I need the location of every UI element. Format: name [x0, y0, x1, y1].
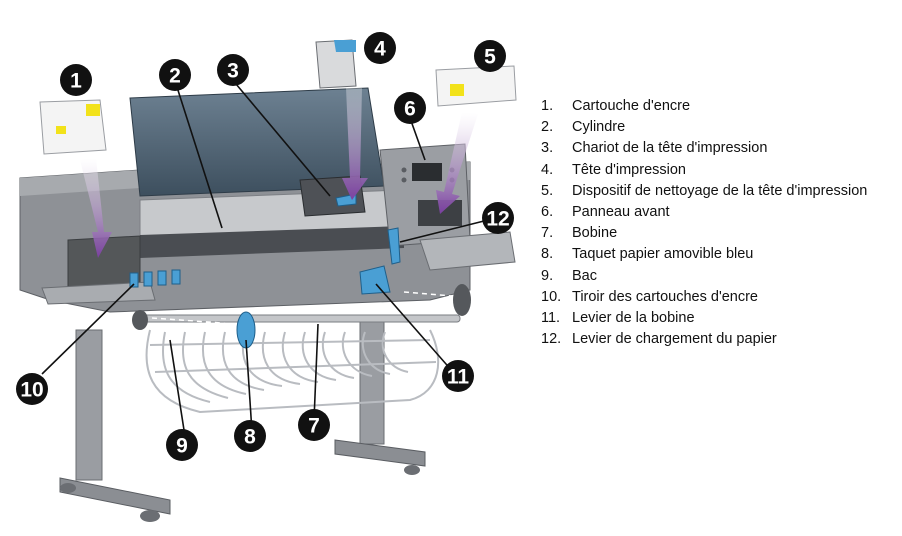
legend-item: 12. Levier de chargement du papier: [541, 329, 867, 350]
svg-text:6: 6: [404, 98, 416, 121]
callout-9: 9: [166, 429, 198, 461]
legend-number: 4.: [541, 161, 554, 178]
legend-item: 1. Cartouche d'encre: [541, 96, 867, 117]
legend-item: 4. Tête d'impression: [541, 160, 867, 181]
svg-text:5: 5: [484, 46, 496, 69]
legend-item: 8. Taquet papier amovible bleu: [541, 244, 867, 265]
legend-label: Panneau avant: [572, 203, 670, 220]
callout-8: 8: [234, 420, 266, 452]
legend-number: 5.: [541, 182, 554, 199]
legend-number: 12.: [541, 331, 562, 348]
svg-text:7: 7: [308, 415, 320, 438]
svg-text:9: 9: [176, 435, 188, 458]
parts-legend: 1. Cartouche d'encre 2. Cylindre 3. Chariot…: [541, 96, 867, 350]
legend-number: 6.: [541, 203, 554, 220]
legend-number: 3.: [541, 140, 554, 157]
svg-text:4: 4: [374, 38, 386, 61]
output-basket: [145, 329, 440, 414]
legend-item: 5. Dispositif de nettoyage de la tête d'i…: [541, 181, 867, 202]
legend-label: Chariot de la tête d'impression: [572, 140, 768, 157]
legend-item: 10. Tiroir des cartouches d'encre: [541, 287, 867, 308]
legend-item: 11. Levier de la bobine: [541, 308, 867, 329]
svg-text:10: 10: [20, 379, 43, 402]
legend-item: 7. Bobine: [541, 223, 867, 244]
legend-number: 2.: [541, 119, 554, 136]
legend-label: Tête d'impression: [572, 161, 686, 178]
svg-text:8: 8: [244, 426, 256, 449]
svg-text:11: 11: [447, 366, 470, 389]
callout-6: 6: [394, 92, 426, 124]
svg-text:3: 3: [227, 60, 239, 83]
leader-lines: [41, 83, 489, 433]
legend-label: Taquet papier amovible bleu: [572, 246, 754, 263]
legend-number: 9.: [541, 267, 554, 284]
printhead-cleaner-image: [435, 65, 517, 107]
legend-label: Levier de la bobine: [572, 309, 695, 326]
legend-item: 3. Chariot de la tête d'impression: [541, 138, 867, 159]
ink-cartridge-image: [39, 99, 107, 155]
legend-label: Levier de chargement du papier: [572, 331, 777, 348]
legend-label: Dispositif de nettoyage de la tête d'imp…: [572, 182, 868, 199]
svg-text:12: 12: [486, 208, 509, 231]
blue-parts: [129, 193, 401, 349]
dashed-guides: [151, 291, 453, 325]
callout-10: 10: [16, 373, 48, 405]
legend-item: 2. Cylindre: [541, 117, 867, 138]
svg-text:2: 2: [169, 65, 181, 88]
legend-label: Bac: [572, 267, 597, 284]
legend-number: 10.: [541, 288, 562, 305]
legend-number: 11.: [541, 309, 561, 326]
legend-label: Tiroir des cartouches d'encre: [572, 288, 758, 305]
legend-label: Bobine: [572, 225, 618, 242]
callout-12: 12: [482, 202, 514, 234]
legend-number: 7.: [541, 225, 554, 242]
legend-label: Cylindre: [572, 119, 626, 136]
printer-illustration: 1 2 3 4 5 6 12 10 11 9 8 7: [16, 32, 517, 522]
svg-text:1: 1: [70, 70, 82, 93]
legend-number: 1.: [541, 98, 554, 114]
callout-4: 4: [364, 32, 396, 64]
legend-number: 8.: [541, 246, 554, 263]
printhead-image: [315, 39, 357, 89]
callout-11: 11: [442, 360, 474, 392]
callout-5: 5: [474, 40, 506, 72]
legend-item: 9. Bac: [541, 266, 867, 287]
legend-label: Cartouche d'encre: [572, 98, 691, 114]
callout-2: 2: [159, 59, 191, 91]
insertion-arrows: [80, 88, 478, 258]
callout-7: 7: [298, 409, 330, 441]
legend-item: 6. Panneau avant: [541, 202, 867, 223]
callout-3: 3: [217, 54, 249, 86]
callout-1: 1: [60, 64, 92, 96]
